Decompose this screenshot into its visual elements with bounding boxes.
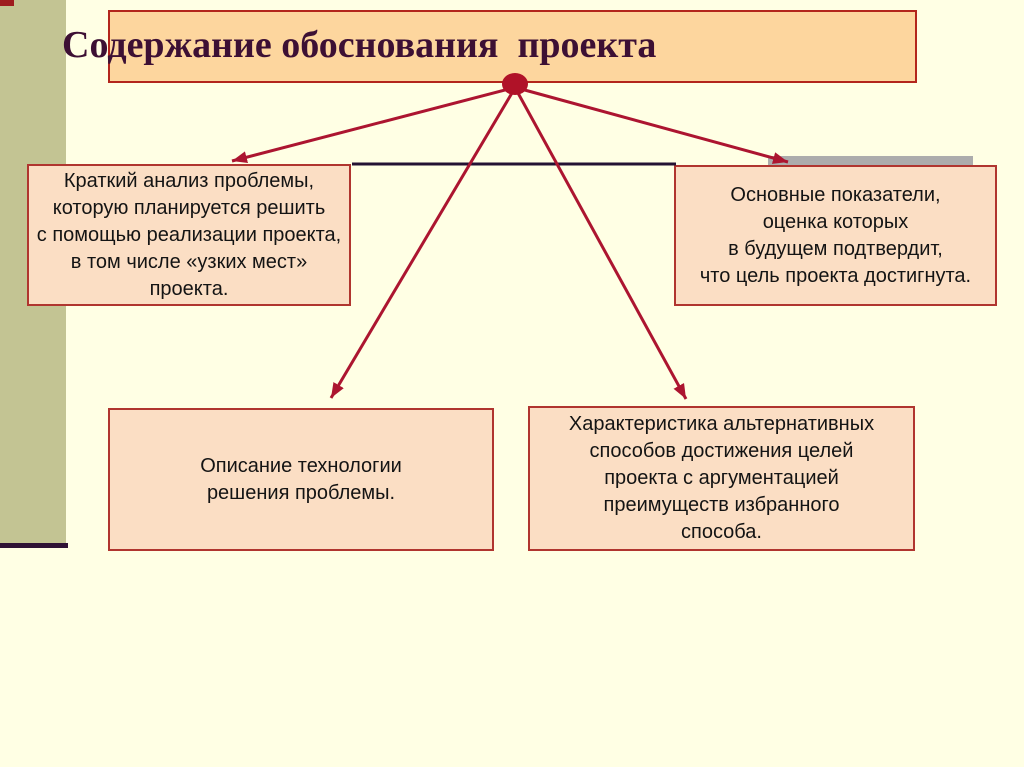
arrow-to-alternatives-box — [516, 92, 688, 400]
corner-accent-block — [0, 0, 14, 6]
box-technology-description: Описание технологии решения проблемы. — [108, 408, 494, 551]
box-technology-description-text: Описание технологии решения проблемы. — [200, 454, 402, 504]
title-box — [108, 10, 917, 83]
arrow-to-technology-box — [329, 92, 514, 399]
box-alternative-methods-text: Характеристика альтернативных способов д… — [568, 413, 875, 543]
arrow-to-problem-box — [231, 87, 510, 164]
box-key-indicators: Основные показатели, оценка которых в бу… — [674, 165, 997, 306]
box-alternative-methods: Характеристика альтернативных способов д… — [528, 406, 915, 551]
sidebar-underline — [0, 543, 68, 548]
arrow-to-indicators-box — [520, 87, 789, 164]
box-shadow-bar — [768, 156, 973, 166]
box-key-indicators-text: Основные показатели, оценка которых в бу… — [699, 183, 972, 287]
slide-title: Содержание обоснования проекта — [62, 24, 657, 66]
box-problem-analysis: Краткий анализ проблемы, которую планиру… — [27, 164, 351, 306]
box-problem-analysis-text: Краткий анализ проблемы, которую планиру… — [36, 169, 342, 300]
